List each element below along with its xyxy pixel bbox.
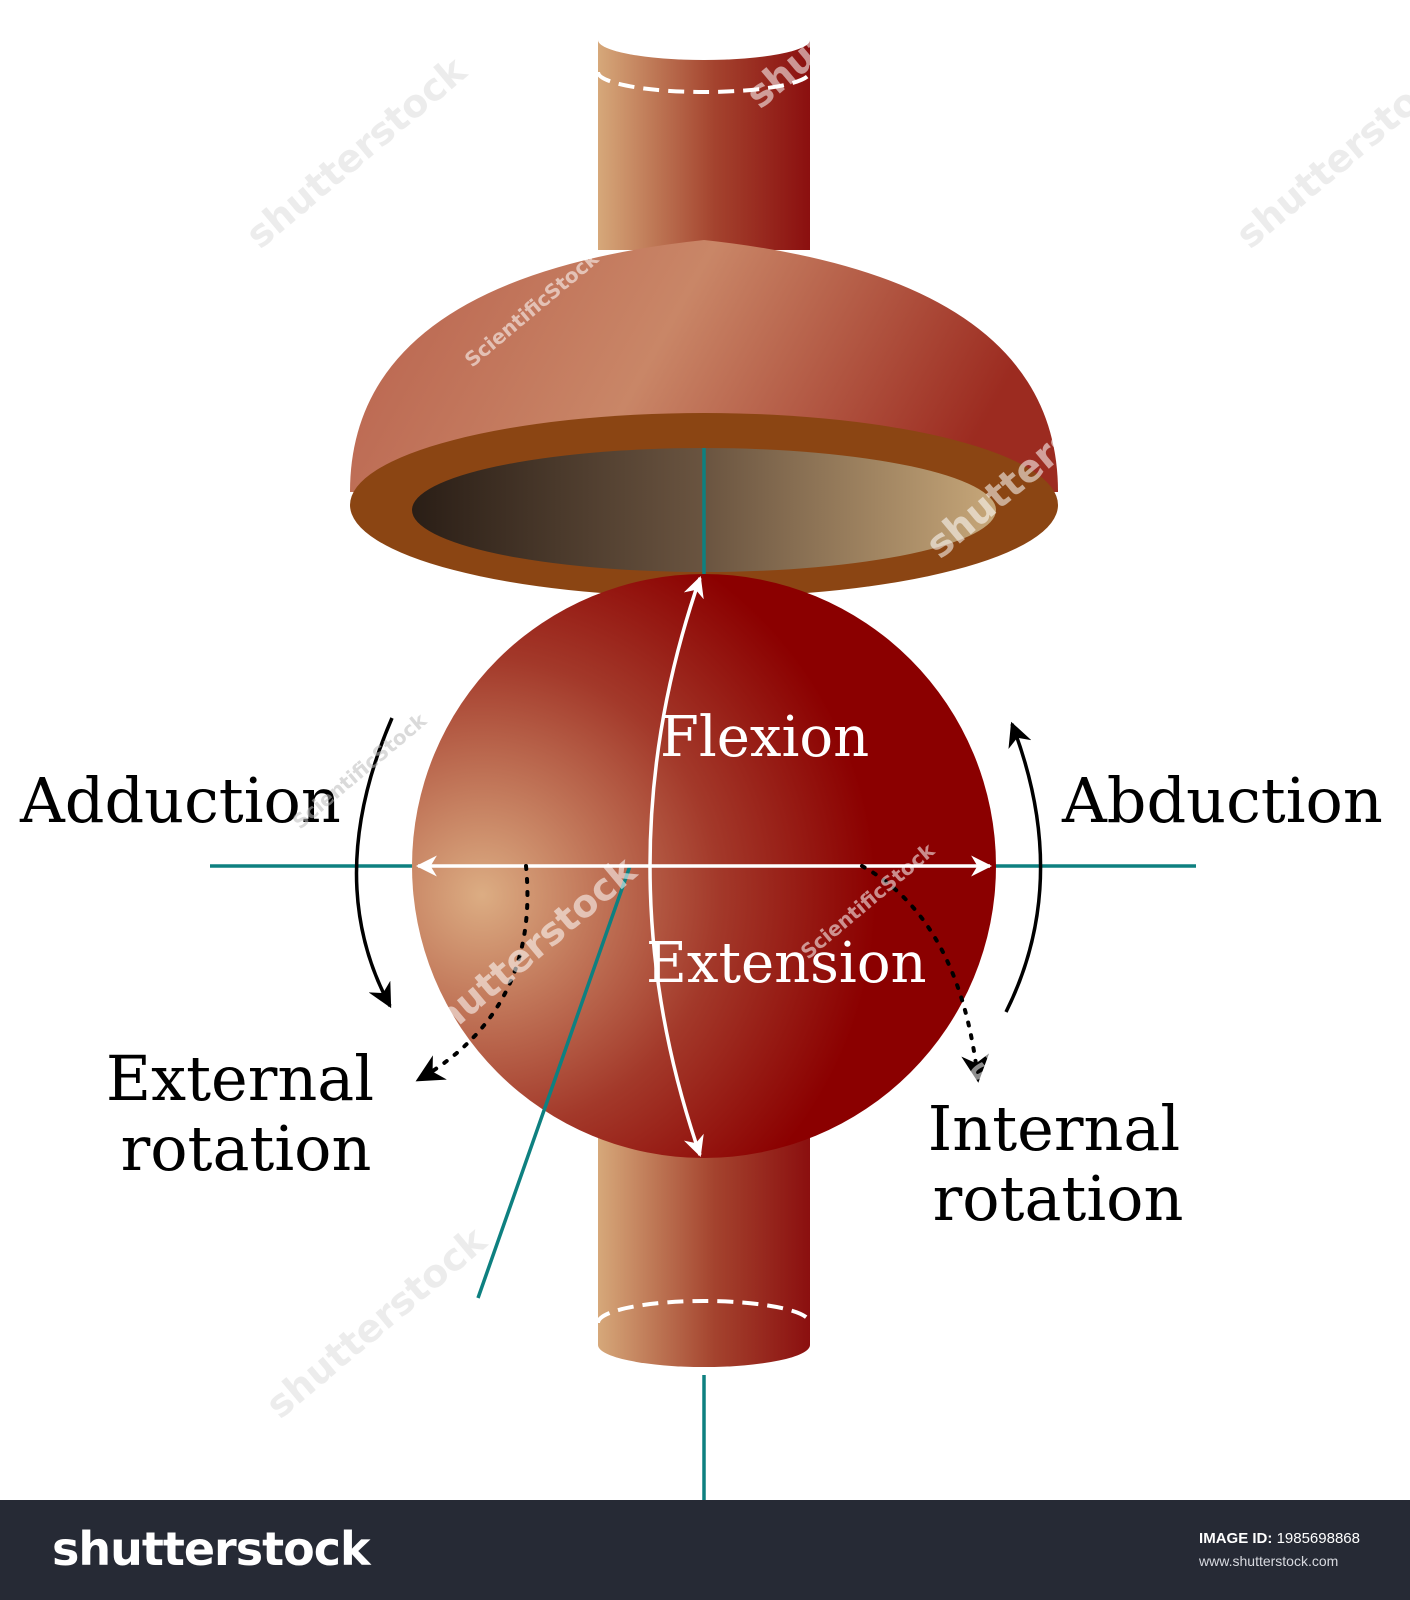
svg-text:shutterstock: shutterstock [1228,48,1410,257]
upper-shaft [596,20,812,250]
image-id-label: IMAGE ID: [1199,1530,1273,1547]
abduction-arrow [1004,721,1043,1013]
label-internal-rotation-line1: Internal [928,1092,1180,1165]
lower-shaft [596,1100,812,1367]
label-external-rotation-line1: External [106,1042,374,1115]
image-id: 1985698868 [1276,1530,1360,1547]
footer-bar: shutterstock IMAGE ID: 1985698868 www.sh… [0,1500,1410,1600]
site-url: www.shutterstock.com [1199,1553,1339,1569]
label-extension: Extension [646,931,927,996]
label-external-rotation-line2: rotation [121,1112,372,1185]
axis-lines [210,448,1196,1500]
external-rotation-arrow [415,864,530,1082]
image-meta: IMAGE ID: 1985698868 www.shutterstock.co… [1199,1530,1360,1569]
svg-text:shutterstock: shutterstock [738,0,975,117]
label-flexion: Flexion [660,705,869,770]
label-internal-rotation-line2: rotation [933,1162,1184,1235]
rotation-axis [476,865,632,1299]
adduction-arrow [354,717,394,1009]
label-abduction: Abduction [1061,764,1383,837]
internal-rotation-arrow [860,864,990,1083]
ball-and-socket-joint-diagram: Flexion Extension Adduction Abduction Ex… [19,0,1410,1500]
label-adduction: Adduction [19,764,341,837]
svg-text:shutterstock: shutterstock [258,1218,495,1427]
svg-text:shutterstock: shutterstock [238,48,475,257]
shutterstock-logo: shutterstock [52,1522,371,1576]
svg-text:shutterstock: shutterstock [958,888,1195,1097]
